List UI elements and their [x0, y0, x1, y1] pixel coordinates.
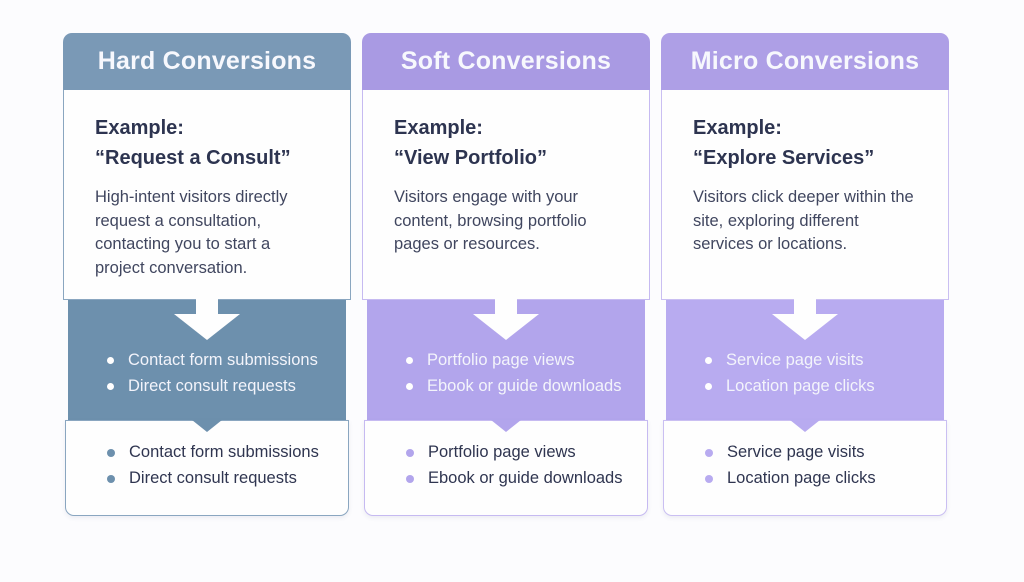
bullet-icon: [107, 448, 115, 457]
metric-item: Contact form submissions: [107, 351, 338, 370]
metrics-section: Contact form submissions Direct consult …: [68, 298, 346, 420]
example-label: Example:: [693, 117, 782, 139]
summary-item: Location page clicks: [705, 469, 938, 488]
arrow-stem: [794, 298, 816, 315]
bullet-icon: [107, 357, 114, 364]
example-description: Visitors click deeper within the site, e…: [693, 188, 914, 254]
summary-label: Location page clicks: [727, 469, 876, 487]
metric-label: Portfolio page views: [427, 351, 575, 369]
arrow-head: [174, 314, 240, 340]
metric-label: Ebook or guide downloads: [427, 377, 622, 395]
metric-item: Location page clicks: [705, 377, 936, 396]
metric-item: Direct consult requests: [107, 377, 338, 396]
metrics-section: Service page visits Location page clicks: [666, 298, 944, 420]
column-soft-conversions: Soft Conversions Example: “View Portfoli…: [362, 33, 650, 516]
bullet-icon: [107, 383, 114, 390]
bullet-icon: [406, 474, 414, 483]
column-micro-conversions: Micro Conversions Example: “Explore Serv…: [661, 33, 949, 516]
metric-item: Portfolio page views: [406, 351, 637, 370]
example-quote: “Explore Services”: [693, 146, 875, 169]
bullet-icon: [705, 357, 712, 364]
metrics-list: Contact form submissions Direct consult …: [68, 300, 346, 396]
arrow-head: [772, 314, 838, 340]
example-quote: “View Portfolio”: [394, 146, 547, 169]
arrow-stem: [495, 298, 517, 315]
summary-list: Portfolio page views Ebook or guide down…: [365, 421, 647, 488]
example-card: Example: “View Portfolio” Visitors engag…: [362, 90, 650, 300]
summary-list: Contact form submissions Direct consult …: [66, 421, 348, 488]
bullet-icon: [107, 474, 115, 483]
summary-item: Service page visits: [705, 443, 938, 462]
summary-item: Direct consult requests: [107, 469, 340, 488]
summary-item: Ebook or guide downloads: [406, 469, 639, 488]
metric-item: Ebook or guide downloads: [406, 377, 637, 396]
summary-card: Service page visits Location page clicks: [663, 420, 947, 516]
example-card: Example: “Explore Services” Visitors cli…: [661, 90, 949, 300]
summary-card: Contact form submissions Direct consult …: [65, 420, 349, 516]
chevron-down-icon: [192, 420, 222, 432]
column-header: Soft Conversions: [362, 33, 650, 90]
bullet-icon: [705, 448, 713, 457]
example-card: Example: “Request a Consult” High-intent…: [63, 90, 351, 300]
example-heading: Example: “Explore Services”: [693, 114, 918, 173]
summary-label: Direct consult requests: [129, 469, 297, 487]
bullet-icon: [406, 357, 413, 364]
bullet-icon: [705, 474, 713, 483]
metrics-list: Service page visits Location page clicks: [666, 300, 944, 396]
column-title: Soft Conversions: [400, 47, 612, 75]
summary-label: Portfolio page views: [428, 443, 576, 461]
example-description: High-intent visitors directly request a …: [95, 188, 288, 277]
summary-card: Portfolio page views Ebook or guide down…: [364, 420, 648, 516]
arrow-stem: [196, 298, 218, 315]
example-label: Example:: [394, 117, 483, 139]
chevron-down-icon: [491, 420, 521, 432]
summary-item: Contact form submissions: [107, 443, 340, 462]
column-title: Micro Conversions: [690, 47, 920, 75]
example-label: Example:: [95, 117, 184, 139]
metric-item: Service page visits: [705, 351, 936, 370]
bullet-icon: [406, 448, 414, 457]
conversion-comparison-board: Hard Conversions Example: “Request a Con…: [63, 33, 949, 516]
summary-label: Contact form submissions: [129, 443, 319, 461]
bullet-icon: [705, 383, 712, 390]
example-heading: Example: “Request a Consult”: [95, 114, 320, 173]
summary-list: Service page visits Location page clicks: [664, 421, 946, 488]
column-title: Hard Conversions: [97, 47, 317, 75]
metrics-list: Portfolio page views Ebook or guide down…: [367, 300, 645, 396]
summary-item: Portfolio page views: [406, 443, 639, 462]
column-header: Hard Conversions: [63, 33, 351, 90]
column-header: Micro Conversions: [661, 33, 949, 90]
metric-label: Contact form submissions: [128, 351, 318, 369]
example-heading: Example: “View Portfolio”: [394, 114, 619, 173]
metric-label: Location page clicks: [726, 377, 875, 395]
example-quote: “Request a Consult”: [95, 146, 291, 169]
metric-label: Service page visits: [726, 351, 864, 369]
bullet-icon: [406, 383, 413, 390]
chevron-down-icon: [790, 420, 820, 432]
metric-label: Direct consult requests: [128, 377, 296, 395]
summary-label: Service page visits: [727, 443, 865, 461]
metrics-section: Portfolio page views Ebook or guide down…: [367, 298, 645, 420]
column-hard-conversions: Hard Conversions Example: “Request a Con…: [63, 33, 351, 516]
example-description: Visitors engage with your content, brows…: [394, 188, 587, 254]
arrow-head: [473, 314, 539, 340]
summary-label: Ebook or guide downloads: [428, 469, 623, 487]
